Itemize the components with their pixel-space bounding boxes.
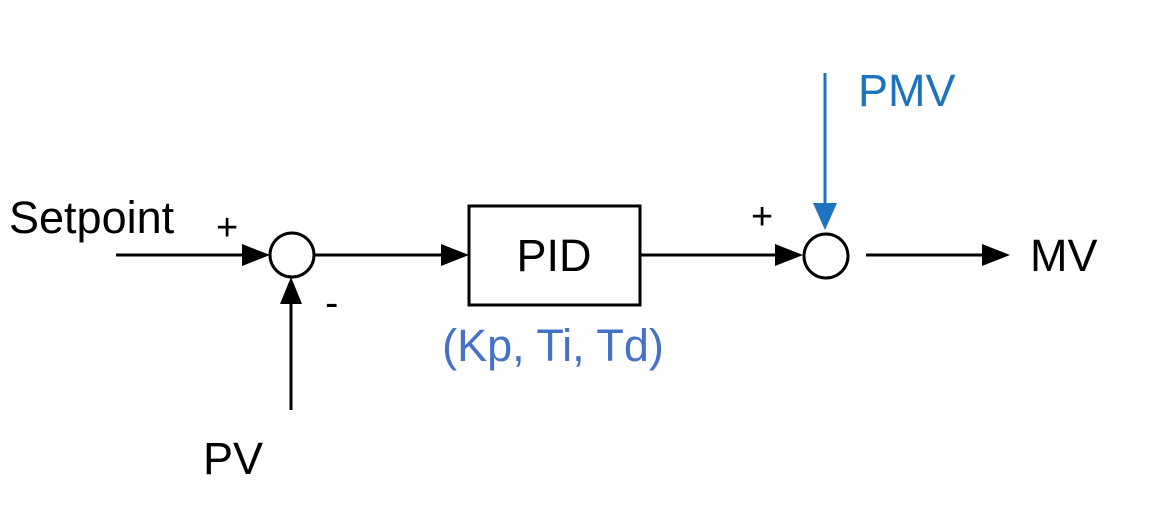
sum2-plus-sign: + [751,196,773,238]
summing-junction-1 [268,231,316,279]
pv-arrowhead [280,277,302,304]
pv-label: PV [203,433,263,484]
sum1-plus-sign: + [216,207,238,249]
setpoint-label: Setpoint [9,192,175,243]
setpoint-arrowhead [242,244,270,266]
pid-params-label: (Kp, Ti, Td) [442,320,664,371]
pmv-label: PMV [858,65,956,116]
mv-label: MV [1030,230,1098,281]
summing-junction-2 [802,232,850,280]
pmv-arrowhead [813,203,837,230]
pid-output-arrowhead [775,244,803,266]
pid-label: PID [516,230,591,281]
error-arrowhead [441,244,469,266]
sum1-minus-sign: - [325,281,338,325]
mv-arrowhead [982,244,1010,266]
pid-block [467,204,642,307]
